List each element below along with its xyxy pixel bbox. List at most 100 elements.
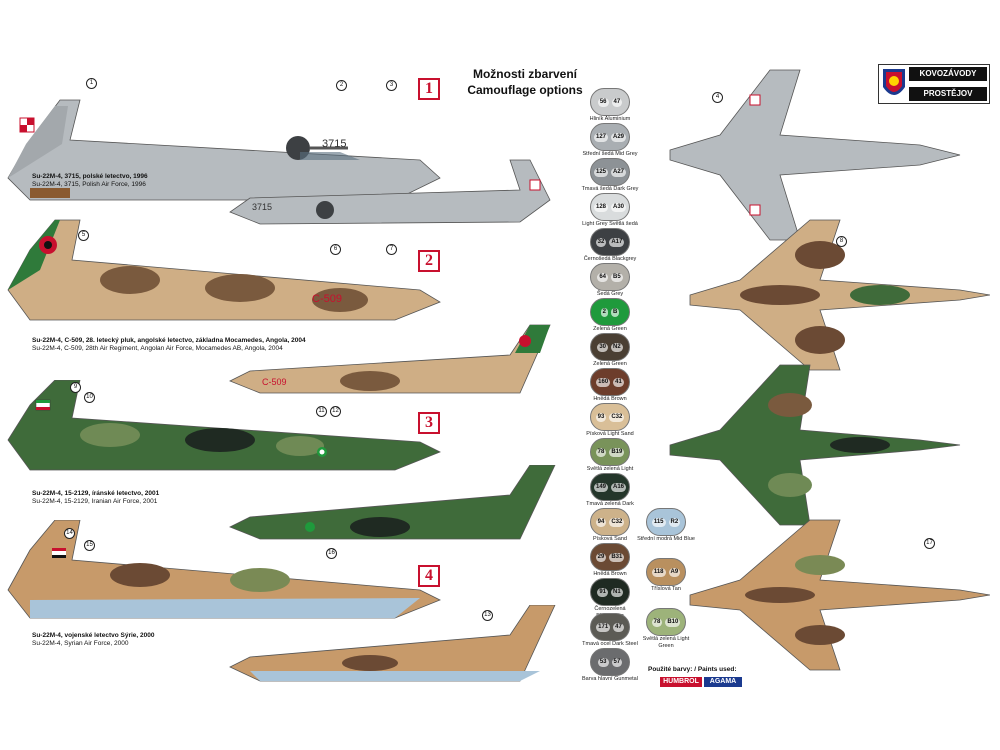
paint-code: 53 xyxy=(597,657,609,667)
title-en: Camouflage options xyxy=(467,83,583,97)
aircraft-profile-option3 xyxy=(7,380,441,471)
paint-code: 56 xyxy=(597,97,609,107)
swatch-label: Zelená Green xyxy=(593,326,627,332)
caption-option4: Su-22M-4, vojenské letectvo Sýrie, 2000 … xyxy=(32,632,292,648)
caption-option1: Su-22M-4, 3715, polské letectvo, 1996 Su… xyxy=(32,173,292,189)
aircraft-profile-option3-right xyxy=(229,465,556,540)
option-number: 4 xyxy=(418,565,440,587)
callout-marker: 9 xyxy=(70,382,81,393)
page-title: Možnosti zbarvení Camouflage options xyxy=(440,66,610,98)
callout-marker: 11 xyxy=(316,406,327,417)
callout-marker: 13 xyxy=(482,610,493,621)
callout-marker: 8 xyxy=(836,236,847,247)
paint-code: 118 xyxy=(651,567,666,577)
callout-marker: 5 xyxy=(78,230,89,241)
paint-code: N1 xyxy=(611,587,623,597)
paint-code: 115 xyxy=(651,517,666,527)
paint-code: 91 xyxy=(597,587,608,597)
swatch-label: Tmavá šedá Dark Grey xyxy=(581,186,639,192)
swatch-label: Hnědá Brown xyxy=(593,571,627,577)
paint-code: C32 xyxy=(609,517,625,527)
aircraft-profile-option1-right: 3715 xyxy=(229,159,551,225)
caption-en: Su-22M-4, 3715, Polish Air Force, 1996 xyxy=(32,181,146,188)
brand-line2: PROSTĚJOV xyxy=(909,87,987,101)
paints-used-label: Použité barvy: / Paints used: xyxy=(648,666,737,673)
aircraft-profile-option4 xyxy=(7,520,441,619)
paint-code: A29 xyxy=(611,132,627,142)
paint-code: 64 xyxy=(597,272,608,282)
paint-code: 2 xyxy=(600,307,608,317)
paint-code: 32 xyxy=(595,237,607,247)
callout-marker: 10 xyxy=(84,392,95,403)
callout-marker: 3 xyxy=(386,80,397,91)
paint-code: A16 xyxy=(611,482,627,492)
top-view-aircraft xyxy=(669,69,990,671)
aircraft-profile-option4-right xyxy=(229,605,556,682)
swatch-label: Střední šedá Mid Grey xyxy=(582,151,638,157)
paint-code: 29 xyxy=(595,552,607,562)
paint-code: 160 xyxy=(596,377,611,387)
top-view-option2 xyxy=(689,219,990,371)
paint-code: 78 xyxy=(595,447,607,457)
paint-code: 149 xyxy=(593,482,608,492)
paint-code: B19 xyxy=(609,447,625,457)
paint-code: 78 xyxy=(651,617,663,627)
paint-code: R2 xyxy=(668,517,681,527)
paint-code: 94 xyxy=(595,517,607,527)
top-view-option1 xyxy=(669,69,961,241)
swatch-label: Písková Light Sand xyxy=(586,431,634,437)
paint-code: A30 xyxy=(611,202,627,212)
shield-icon xyxy=(883,69,905,95)
agama-logo: AGAMA xyxy=(704,677,742,687)
caption-cz: Su-22M-4, 3715, polské letectvo, 1996 xyxy=(32,173,148,180)
serial-number: C-509 xyxy=(312,293,342,305)
swatch-label: Hliník Aluminium xyxy=(589,116,631,122)
paint-code: C32 xyxy=(609,412,625,422)
paint-code: A17 xyxy=(609,237,625,247)
paint-code: 57 xyxy=(611,657,623,667)
paint-code: 30 xyxy=(597,342,608,352)
humbrol-logo: HUMBROL xyxy=(660,677,702,687)
paint-code: 128 xyxy=(593,202,608,212)
swatch-label: Tmavá ocel Dark Steel xyxy=(582,641,638,647)
aircraft-profile-option1: 3715 xyxy=(7,99,441,201)
paint-code: 41 xyxy=(613,377,624,387)
paint-code: A27 xyxy=(611,167,627,177)
serial-number: C-509 xyxy=(262,377,287,387)
paint-code: 171 xyxy=(596,622,611,632)
callout-marker: 1 xyxy=(86,78,97,89)
callout-marker: 2 xyxy=(336,80,347,91)
caption-cz: Su-22M-4, C-509, 28. letecký pluk, angol… xyxy=(32,337,306,344)
swatch-label: Šedá Grey xyxy=(596,291,624,297)
paint-code: 93 xyxy=(595,412,607,422)
swatch-label: Barva hlavní Gunmetal xyxy=(582,676,638,682)
callout-marker: 12 xyxy=(330,406,341,417)
